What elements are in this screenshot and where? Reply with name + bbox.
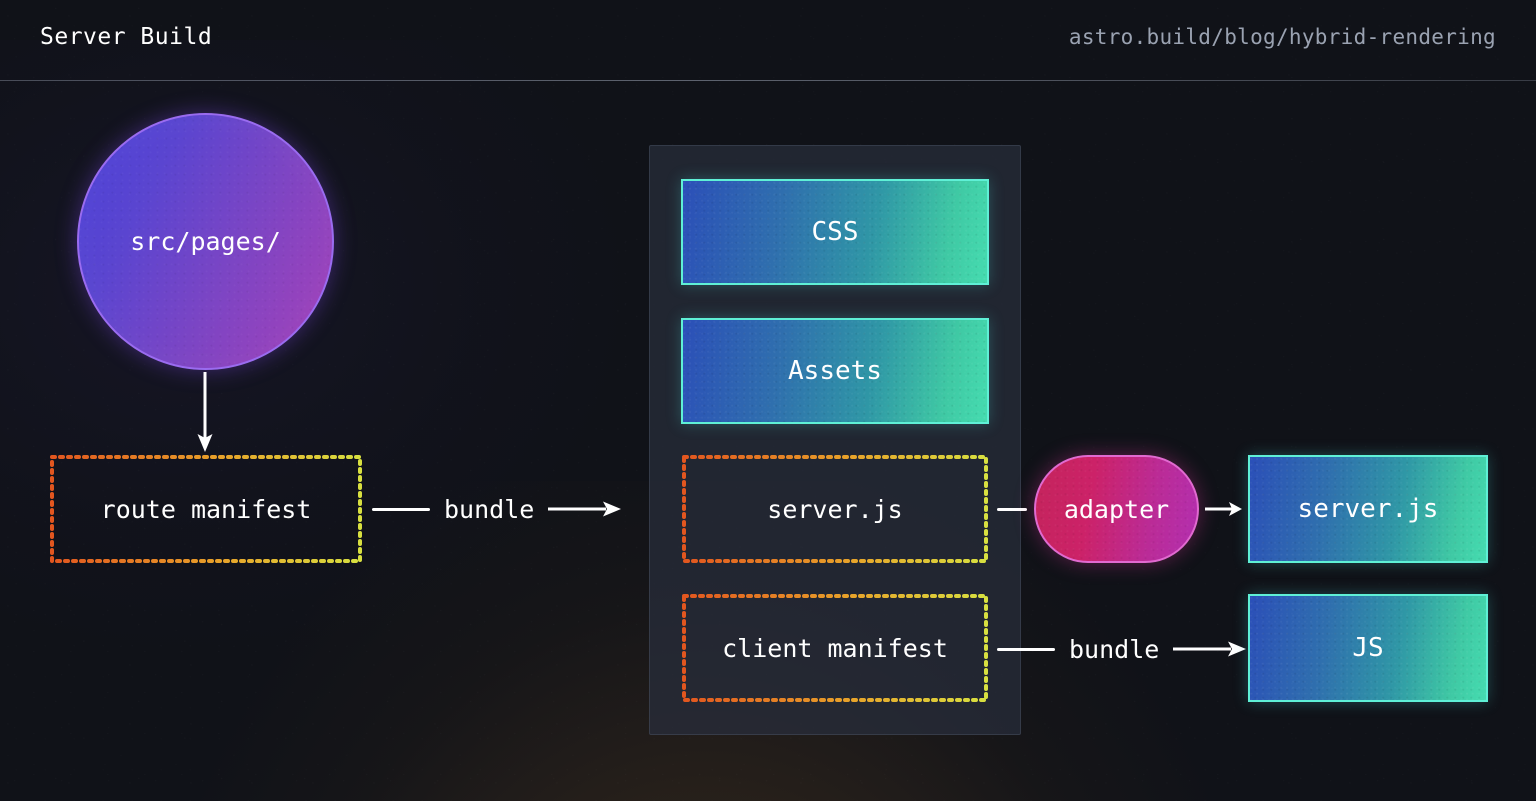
node-server-js-output[interactable]: server.js <box>1248 455 1488 563</box>
source-url-label: astro.build/blog/hybrid-rendering <box>1068 25 1496 49</box>
node-js[interactable]: JS <box>1248 594 1488 702</box>
page-title: Server Build <box>40 24 213 50</box>
arrow-right-icon <box>548 501 622 517</box>
node-route-manifest[interactable]: route manifest <box>50 455 362 563</box>
edge-label-bundle: bundle <box>1069 634 1160 664</box>
arrow-down-icon <box>196 372 214 454</box>
violet-background-glow <box>0 40 640 660</box>
node-assets[interactable]: Assets <box>681 318 989 424</box>
node-server-js-bundle-label: server.js <box>767 494 903 524</box>
node-server-js-output-label: server.js <box>1297 494 1439 524</box>
arrow-right-icon <box>1205 494 1243 524</box>
edge-client-to-js: bundle <box>997 634 1248 664</box>
node-client-manifest-label: client manifest <box>722 633 948 663</box>
node-assets-label: Assets <box>788 356 882 386</box>
edge-line-segment <box>997 647 1055 651</box>
node-adapter-label: adapter <box>1063 494 1170 524</box>
node-css[interactable]: CSS <box>681 179 989 285</box>
node-route-manifest-label: route manifest <box>100 494 312 524</box>
node-client-manifest[interactable]: client manifest <box>682 594 988 702</box>
header-divider <box>0 80 1536 81</box>
edge-route-to-build: bundle <box>372 494 623 524</box>
node-src-pages-label: src/pages/ <box>130 227 281 256</box>
node-src-pages[interactable]: src/pages/ <box>77 113 334 370</box>
arrow-right-icon <box>1173 641 1247 657</box>
edge-label-bundle: bundle <box>444 494 535 524</box>
node-adapter[interactable]: adapter <box>1034 455 1199 563</box>
edge-server-to-adapter <box>997 508 1027 511</box>
node-server-js-bundle[interactable]: server.js <box>682 455 988 563</box>
edge-line-segment <box>372 507 430 511</box>
node-js-label: JS <box>1352 633 1384 663</box>
node-css-label: CSS <box>811 217 859 247</box>
header-bar: Server Build astro.build/blog/hybrid-ren… <box>0 0 1536 81</box>
